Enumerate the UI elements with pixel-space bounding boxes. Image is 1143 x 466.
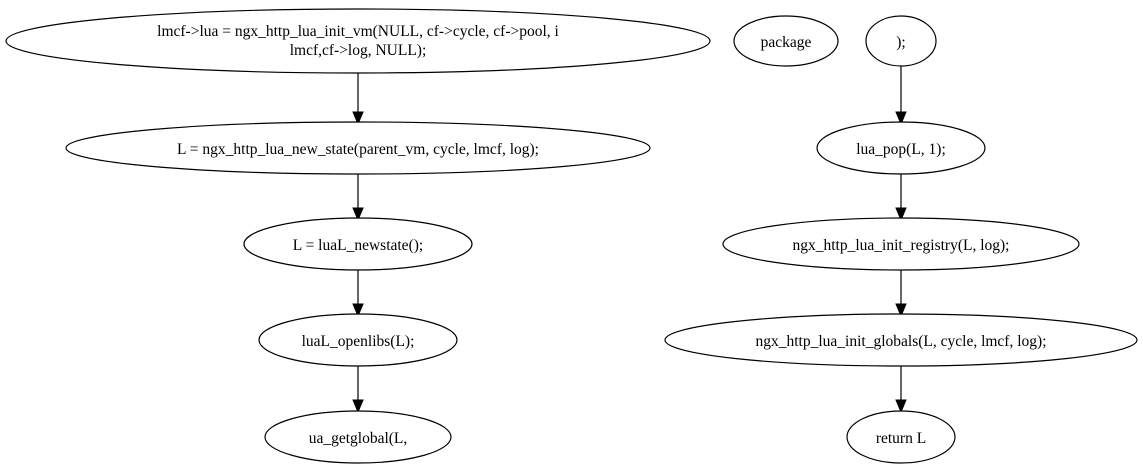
node-luaL-openlibs-label: luaL_openlibs(L); [302,333,415,350]
edge-lua-pop-to-init-registry [895,174,907,222]
node-close-paren: ); [865,15,937,67]
node-init-globals-label: ngx_http_lua_init_globals(L, cycle, lmcf… [756,333,1047,350]
node-lua-pop: lua_pop(L, 1); [816,121,986,175]
node-init-vm: lmcf->lua = ngx_http_lua_init_vm(NULL, c… [5,8,711,74]
node-luaL-newstate: L = luaL_newstate(); [243,217,473,271]
node-init-globals: ngx_http_lua_init_globals(L, cycle, lmcf… [664,313,1138,367]
node-new-state: L = ngx_http_lua_new_state(parent_vm, cy… [65,121,651,175]
node-package-label: package [761,34,812,51]
edge-init-vm-to-new-state [352,73,364,126]
node-new-state-label: L = ngx_http_lua_new_state(parent_vm, cy… [177,141,539,158]
node-return-l: return L [846,410,956,464]
node-init-registry-label: ngx_http_lua_init_registry(L, log); [793,237,1010,254]
node-luaL-openlibs: luaL_openlibs(L); [258,313,458,367]
edge-init-registry-to-init-globals [895,270,907,318]
node-init-vm-line2: lmcf,cf->log, NULL); [290,42,427,59]
edge-openlibs-to-getglobal [352,366,364,414]
node-init-vm-line1: lmcf->lua = ngx_http_lua_init_vm(NULL, c… [157,23,559,40]
edge-close-paren-to-lua-pop [895,65,907,126]
node-lua-pop-label: lua_pop(L, 1); [856,141,946,158]
node-luaL-newstate-label: L = luaL_newstate(); [293,237,423,254]
node-getglobal: ua_getglobal(L, [264,410,452,464]
node-getglobal-label: ua_getglobal(L, [309,430,408,447]
node-init-registry: ngx_http_lua_init_registry(L, log); [722,217,1080,271]
node-return-l-label: return L [876,430,926,447]
node-package: package [733,15,839,67]
node-close-paren-label: ); [896,34,905,51]
edge-new-state-to-newstate [352,174,364,222]
edge-newstate-to-openlibs [352,270,364,318]
edge-init-globals-to-return-l [895,366,907,414]
